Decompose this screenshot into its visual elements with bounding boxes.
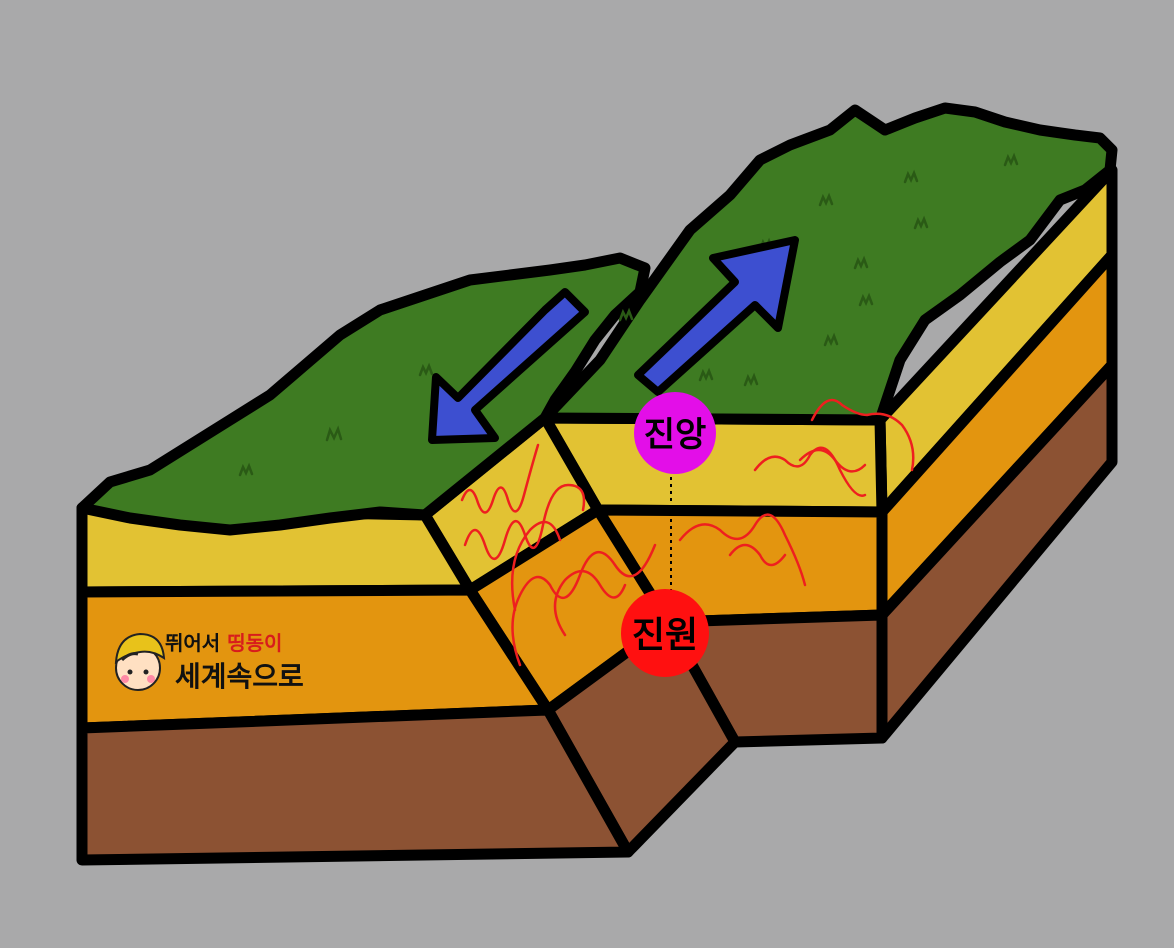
logo-line1-highlight: 띵동이	[227, 631, 282, 655]
left-grass-top	[76, 252, 651, 536]
grass-tufts	[238, 152, 1019, 477]
logo-line1-prefix: 뛰어서	[165, 631, 227, 655]
hypocenter-circle	[621, 589, 709, 677]
logo-line1: 뛰어서 띵동이	[165, 631, 282, 655]
double-headed-arrow-right-icon	[634, 236, 799, 396]
epicenter-circle	[634, 392, 716, 474]
seismic-wave-icon	[460, 398, 915, 667]
epicenter-marker: 진앙	[634, 392, 716, 474]
double-headed-arrow-left-icon	[428, 288, 589, 444]
logo: 뛰어서 띵동이 세계속으로	[114, 631, 304, 693]
epicenter-label: 진앙	[644, 415, 707, 455]
logo-line2: 세계속으로	[175, 660, 304, 693]
hypocenter-label: 진원	[632, 615, 698, 656]
left-front-brown-layer	[76, 704, 634, 866]
hypocenter-marker: 진원	[621, 589, 709, 677]
logo-face-icon	[114, 632, 166, 691]
